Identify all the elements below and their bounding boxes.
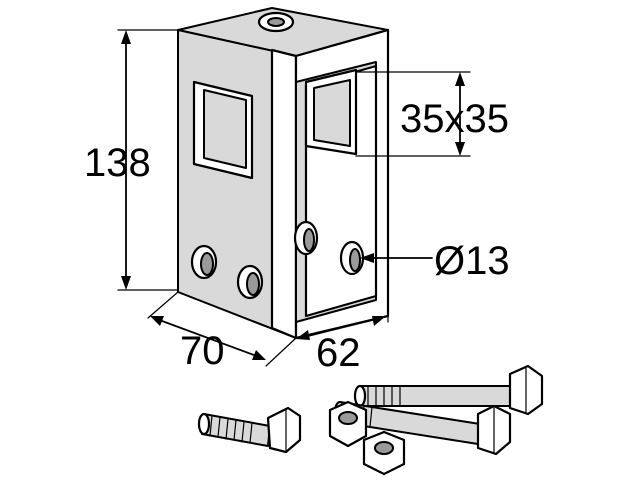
dimension-front-width: 70 xyxy=(147,291,297,373)
dimension-square-hole-label: 35x35 xyxy=(400,97,509,141)
bolt-short xyxy=(197,406,302,454)
dimension-hole-diameter: Ø13 xyxy=(360,239,510,283)
nut-upper xyxy=(328,400,368,448)
side-round-hole-left-inner xyxy=(303,228,315,252)
dimension-height: 138 xyxy=(84,29,179,291)
dimension-front-width-label: 70 xyxy=(180,329,225,373)
dimension-hole-diameter-label: Ø13 xyxy=(434,239,510,283)
bracket-front-edge xyxy=(270,48,298,340)
front-round-hole-right-inner xyxy=(246,272,260,296)
bracket-body xyxy=(177,7,390,340)
side-square-hole-inner xyxy=(313,79,351,147)
top-threaded-hole-inner xyxy=(267,17,285,27)
front-square-hole-inner xyxy=(203,89,247,169)
front-round-hole-left-inner xyxy=(200,252,214,276)
side-round-hole-right-inner xyxy=(349,248,361,272)
nut-lower xyxy=(362,430,406,476)
dimension-height-label: 138 xyxy=(84,141,151,185)
dimension-side-width: 62 xyxy=(296,315,389,375)
bolt-long-upper xyxy=(353,364,544,416)
dimension-side-width-label: 62 xyxy=(316,331,361,375)
dimension-square-hole: 35x35 xyxy=(355,71,509,157)
